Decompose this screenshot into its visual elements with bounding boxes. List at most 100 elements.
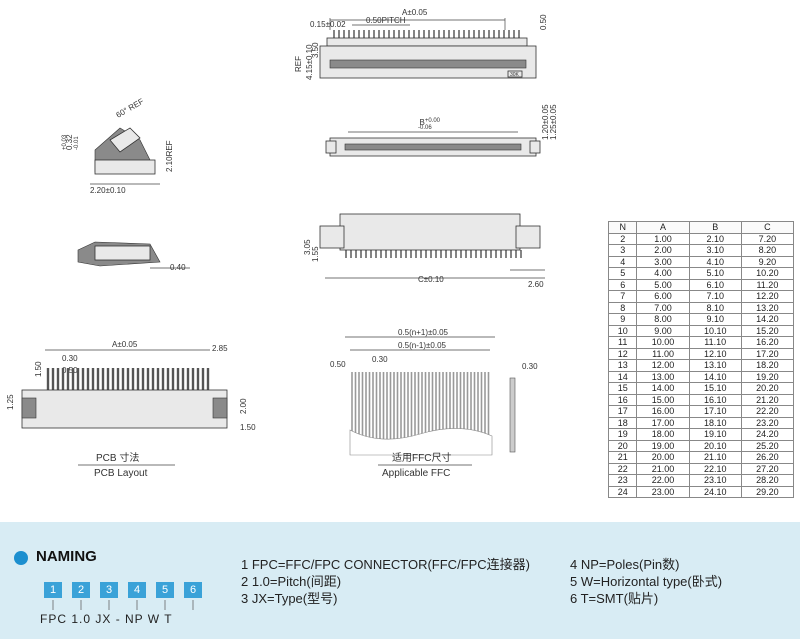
table-cell: 16.10 bbox=[688, 393, 742, 406]
pcb-layout: A±0.05 2.85 0.30 0.50 1.50 1.25 2.00 1.5… bbox=[6, 340, 256, 479]
table-cell: 6.00 bbox=[636, 290, 690, 303]
table-cell: 9.10 bbox=[688, 313, 742, 326]
dim-050-top: 0.50 bbox=[539, 14, 548, 30]
table-cell: 18.00 bbox=[636, 428, 690, 441]
table-cell: 7.20 bbox=[740, 232, 795, 245]
table-cell: 14.10 bbox=[688, 370, 742, 383]
legend-item-2: 2 1.0=Pitch(间距) bbox=[241, 574, 342, 589]
ffc-title-en: Applicable FFC bbox=[382, 468, 450, 479]
table-cell: 17.20 bbox=[740, 347, 795, 360]
legend-item-1: 1 FPC=FFC/FPC CONNECTOR(FFC/FPC连接器) bbox=[241, 557, 531, 572]
table-cell: 15.00 bbox=[636, 393, 690, 406]
dim-b: B+0.00-0.06 bbox=[418, 118, 441, 131]
table-cell: 7.00 bbox=[636, 301, 690, 314]
table-cell: 20.00 bbox=[636, 451, 690, 464]
table-cell: 18 bbox=[607, 416, 638, 429]
table-cell: 9.20 bbox=[740, 255, 795, 268]
code-box-4: 4 bbox=[128, 582, 146, 598]
ffc-thickness bbox=[509, 377, 516, 453]
table-cell: 9 bbox=[607, 313, 638, 326]
dim-220: 2.20±0.10 bbox=[90, 186, 126, 195]
table-cell: 21 bbox=[607, 451, 638, 464]
part-mark: 30K bbox=[510, 72, 520, 78]
table-cell: 17.00 bbox=[636, 416, 690, 429]
table-cell: 14 bbox=[607, 370, 638, 383]
dim-015: 0.15±0.02 bbox=[310, 20, 346, 29]
ffc-030b: 0.30 bbox=[522, 362, 538, 371]
table-cell: 19 bbox=[607, 428, 638, 441]
table-cell: 15 bbox=[607, 382, 638, 395]
table-cell: 22.00 bbox=[636, 474, 690, 487]
table-cell: 15.10 bbox=[688, 382, 742, 395]
part-mark-box bbox=[507, 70, 523, 78]
table-cell: 13.20 bbox=[740, 301, 795, 314]
dim-415: 4.15±0.10 bbox=[305, 44, 314, 80]
table-cell: 23.20 bbox=[740, 416, 795, 429]
dim-200: 2.00 bbox=[239, 398, 248, 414]
table-cell: 24 bbox=[607, 485, 638, 498]
naming-bullet-icon bbox=[14, 551, 28, 565]
table-cell: 14.00 bbox=[636, 382, 690, 395]
code-box-1: 1 bbox=[44, 582, 62, 598]
dim-305: 3.05 bbox=[303, 239, 312, 255]
table-cell: 12.00 bbox=[636, 359, 690, 372]
dim-a-top: A±0.05 bbox=[402, 8, 428, 17]
table-cell: 20 bbox=[607, 439, 638, 452]
applicable-ffc: 0.5(n+1)±0.05 0.5(n-1)±0.05 0.30 0.50 0.… bbox=[330, 328, 538, 479]
table-cell: 22.10 bbox=[688, 462, 742, 475]
table-cell: 8.10 bbox=[688, 301, 742, 314]
table-cell: 17 bbox=[607, 405, 638, 418]
legend-right: 4 NP=Poles(Pin数) 5 W=Horizontal type(卧式)… bbox=[570, 556, 722, 607]
legend-item-4: 4 NP=Poles(Pin数) bbox=[570, 557, 680, 572]
legend-item-5: 5 W=Horizontal type(卧式) bbox=[570, 574, 723, 589]
dim-120: 1.20±0.05 bbox=[541, 104, 550, 140]
table-cell: 5 bbox=[607, 267, 638, 280]
table-cell: 11.20 bbox=[740, 278, 795, 291]
table-cell: 15.20 bbox=[740, 324, 795, 337]
table-cell: 10.10 bbox=[688, 324, 742, 337]
table-cell: 5.00 bbox=[636, 278, 690, 291]
dim-pitch: 0.50PITCH bbox=[366, 16, 406, 25]
pcb-title-cn: PCB 寸法 bbox=[96, 451, 139, 464]
dim-032-sub: -0.01 bbox=[74, 136, 80, 150]
table-cell: 3 bbox=[607, 244, 638, 257]
table-header-row: N A B C bbox=[607, 221, 795, 234]
table-cell: 21.10 bbox=[688, 451, 742, 464]
table-cell: 25.20 bbox=[740, 439, 795, 452]
table-cell: 19.20 bbox=[740, 370, 795, 383]
front-view: B+0.00-0.06 1.20±0.05 1.25±0.05 bbox=[325, 104, 558, 157]
table-cell: 19.00 bbox=[636, 439, 690, 452]
table-cell: 24.20 bbox=[740, 428, 795, 441]
col-a: A bbox=[636, 221, 690, 234]
table-cell: 10 bbox=[607, 324, 638, 337]
bottom-view: 3.05 1.55 C±0.10 2.60 bbox=[303, 213, 545, 289]
dim-150: 1.50 bbox=[34, 361, 43, 377]
dim-030: 0.30 bbox=[62, 354, 78, 363]
technical-drawing: A±0.05 0.15±0.02 0.50PITCH 0.50 30K REF … bbox=[6, 8, 558, 479]
table-cell: 22 bbox=[607, 462, 638, 475]
dim-125: 1.25±0.05 bbox=[549, 104, 558, 140]
legend-item-3: 3 JX=Type(型号) bbox=[241, 591, 338, 606]
table-cell: 27.20 bbox=[740, 462, 795, 475]
table-cell: 26.20 bbox=[740, 451, 795, 464]
table-cell: 3.00 bbox=[636, 255, 690, 268]
dim-260: 2.60 bbox=[528, 280, 544, 289]
legend-left: 1 FPC=FFC/FPC CONNECTOR(FFC/FPC连接器) 2 1.… bbox=[241, 556, 530, 607]
dim-285: 2.85 bbox=[212, 344, 228, 353]
dim-210ref: 2.10REF bbox=[165, 140, 174, 172]
col-n: N bbox=[607, 221, 638, 234]
dim-050-pcb: 0.50 bbox=[62, 366, 78, 375]
